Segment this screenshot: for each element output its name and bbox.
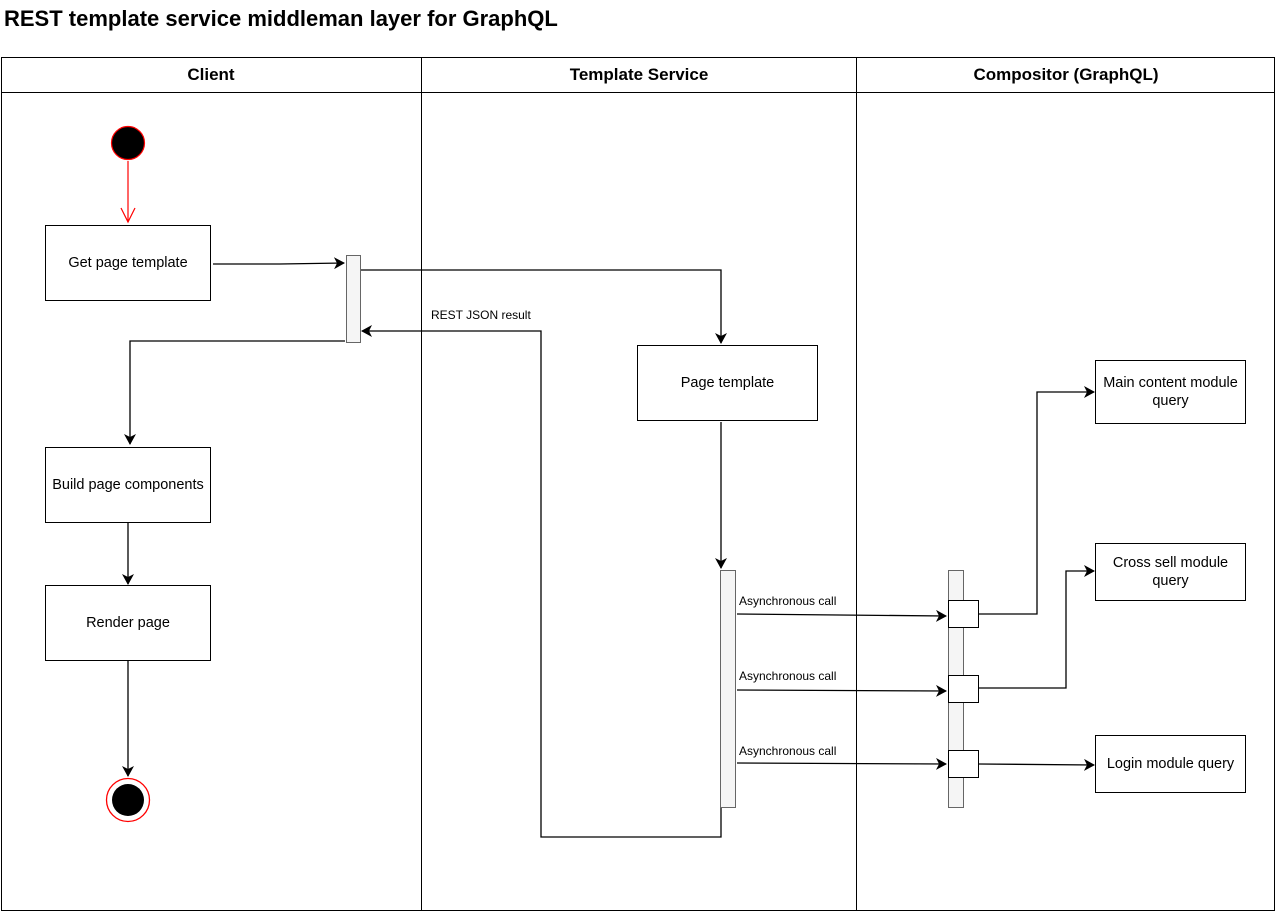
node-login-query: Login module query xyxy=(1095,735,1246,793)
edge-label-rest-json-result: REST JSON result xyxy=(431,308,531,322)
edge-port-to-cross-sell xyxy=(979,565,1095,689)
edge-bar-to-page-template xyxy=(361,269,727,344)
lane-header-template-service: Template Service xyxy=(422,57,856,93)
edge-bar-to-build-components xyxy=(124,340,345,445)
edge-async-call-2 xyxy=(736,684,947,697)
edge-get-template-to-bar xyxy=(213,257,345,270)
port-async-3 xyxy=(948,750,979,778)
sync-bar-template-service xyxy=(720,570,736,808)
edge-label-async-call-2: Asynchronous call xyxy=(739,669,837,683)
node-cross-sell-query: Cross sell module query xyxy=(1095,543,1246,601)
lane-template-service: Template Service xyxy=(422,57,857,911)
edge-async-call-3 xyxy=(736,757,947,770)
sync-bar-client xyxy=(346,255,361,343)
node-page-template: Page template xyxy=(637,345,818,421)
diagram-title: REST template service middleman layer fo… xyxy=(4,6,558,31)
swimlane-pool xyxy=(1,57,1275,911)
node-render-page: Render page xyxy=(45,585,211,661)
edge-rest-json-result xyxy=(361,325,722,838)
end-node-inner xyxy=(112,784,144,816)
edge-async-call-1 xyxy=(736,609,947,622)
edge-start-arrowhead xyxy=(120,207,136,224)
node-main-content-query: Main content module query xyxy=(1095,360,1246,424)
port-async-2 xyxy=(948,675,979,703)
start-node xyxy=(110,125,146,161)
edge-port-to-main-content xyxy=(979,386,1095,615)
node-build-page-components: Build page components xyxy=(45,447,211,523)
edge-label-async-call-3: Asynchronous call xyxy=(739,744,837,758)
edge-label-async-call-1: Asynchronous call xyxy=(739,594,837,608)
edge-port-to-login xyxy=(978,758,1095,771)
node-get-page-template: Get page template xyxy=(45,225,211,301)
lane-compositor: Compositor (GraphQL) xyxy=(857,57,1275,911)
lane-header-client: Client xyxy=(1,57,421,93)
lane-client: Client xyxy=(1,57,422,911)
port-async-1 xyxy=(948,600,979,628)
lane-header-compositor: Compositor (GraphQL) xyxy=(857,57,1275,93)
